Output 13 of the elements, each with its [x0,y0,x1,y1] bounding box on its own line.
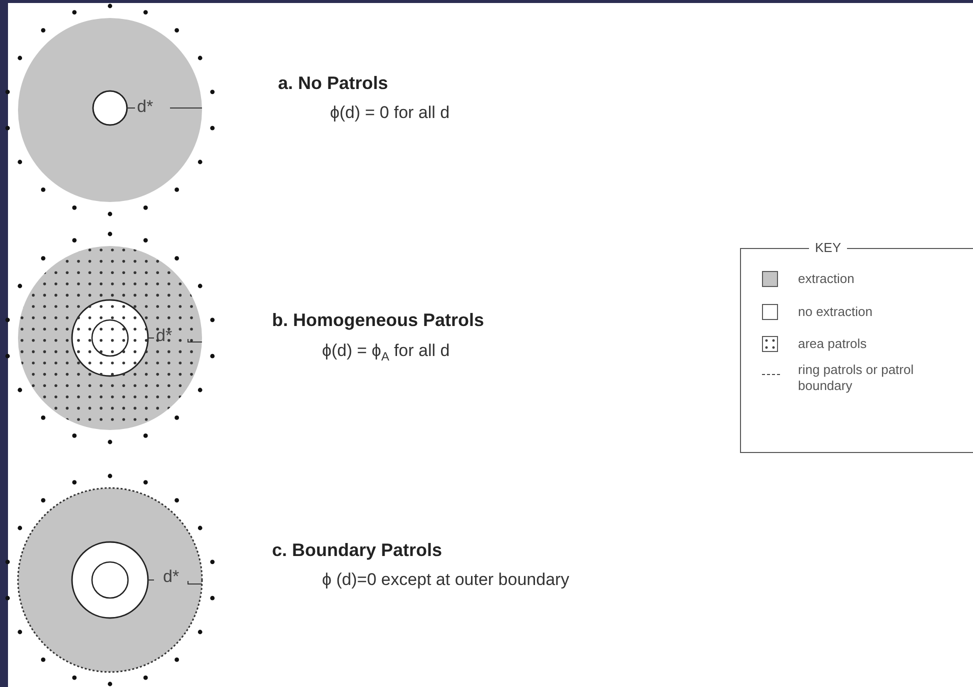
distance-label: d* [163,568,180,587]
panel-heading: b. Homogeneous Patrols [272,311,484,331]
distance-label: d* [137,98,154,117]
distance-label: d* [156,327,172,346]
legend-text: extraction [798,271,856,288]
panel-heading: c. Boundary Patrols [272,541,442,561]
legend-text: no extraction [798,304,874,320]
formula-text: ϕ(d) = ϕ$_{A}$ for all d [322,342,450,364]
legend-text: ring patrols or patrol boundary [798,362,915,394]
legend-text: area patrols [798,336,868,352]
panel-heading: a. No Patrols [278,74,388,94]
formula-text: ϕ (d)=0 except at outer boundary [322,571,570,590]
formula-text: ϕ(d) = 0 for all d [330,104,450,123]
